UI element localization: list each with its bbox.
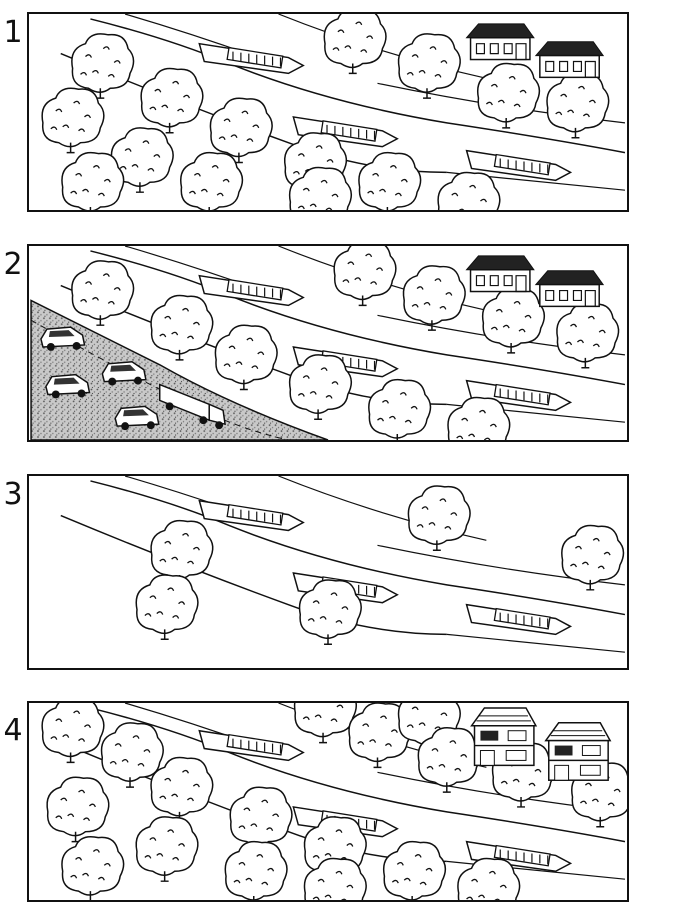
- riverside-scene-2: [30, 246, 626, 440]
- panel-1: [27, 12, 629, 212]
- panel-number-3: 3: [3, 477, 23, 512]
- panel-3: [27, 474, 629, 670]
- boat: [198, 42, 304, 75]
- riverside-scene-3: [60, 476, 626, 653]
- panel-4: [27, 701, 629, 902]
- riverside-scene-1: [41, 14, 626, 210]
- panel-2: [27, 244, 629, 442]
- road: [30, 299, 329, 440]
- riverside-scene-4: [41, 703, 627, 900]
- panel-number-4: 4: [3, 713, 23, 748]
- panel-number-1: 1: [3, 15, 23, 50]
- panel-number-2: 2: [3, 247, 23, 282]
